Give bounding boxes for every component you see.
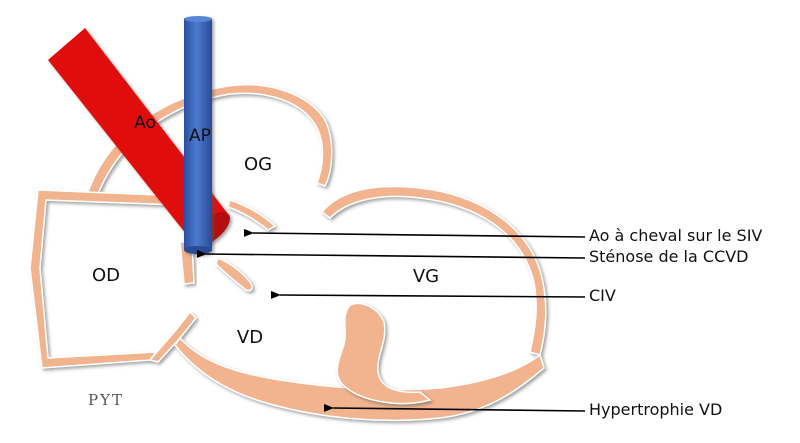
septum-fragment xyxy=(215,257,253,292)
label-vd: VD xyxy=(237,327,263,348)
pulmonary-artery xyxy=(184,16,212,254)
annotation-vsd: CIV xyxy=(589,286,616,305)
right-ventricle-wall xyxy=(174,336,545,422)
annotation-ao-overriding: Ao à cheval sur le SIV xyxy=(589,226,762,245)
arrow-vsd xyxy=(270,290,586,299)
arrow-rvot-stenosis xyxy=(196,249,586,259)
right-ventricle-hypertrophy xyxy=(336,302,432,405)
annotation-rvot-stenosis: Sténose de la CCVD xyxy=(589,247,749,266)
left-atrium-floor xyxy=(227,199,277,231)
label-od: OD xyxy=(92,265,120,286)
arrow-ao-overriding xyxy=(243,228,586,238)
label-og: OG xyxy=(244,154,272,175)
annotation-rv-hypertrophy: Hypertrophie VD xyxy=(589,400,722,419)
label-vg: VG xyxy=(413,266,439,287)
label-ap: AP xyxy=(189,126,211,146)
label-ao: Ao xyxy=(134,113,156,133)
arrow-rv-hypertrophy xyxy=(323,403,586,412)
signature: PYT xyxy=(88,391,124,409)
tricuspid-ledge xyxy=(148,310,198,363)
